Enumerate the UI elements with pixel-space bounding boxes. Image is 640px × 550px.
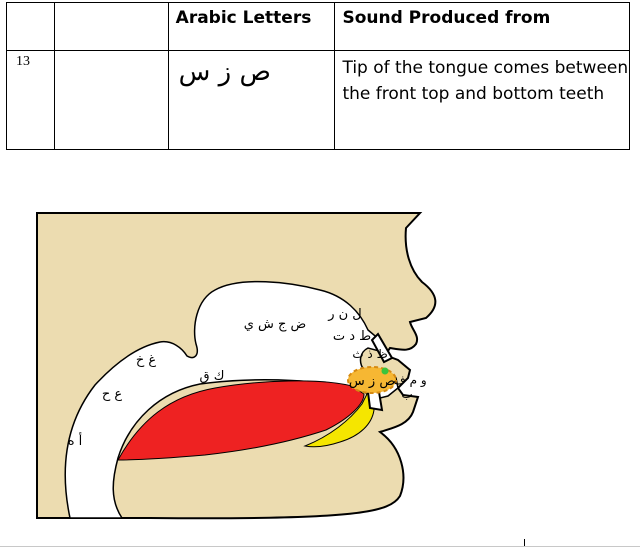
row-number-cell: 13	[6, 50, 55, 150]
dental-letters-label: ظ ذ ث	[352, 347, 387, 361]
tongue	[117, 380, 365, 461]
lower-tongue	[303, 390, 375, 448]
oral-cavity	[64, 280, 399, 519]
header-cell-blank	[53, 2, 169, 51]
row-sound-cell: Tip of the tongue comes between the fron…	[334, 50, 630, 150]
alveolar-stops-label: ط د ت	[333, 329, 371, 344]
sound-produced-heading: Sound Produced from	[342, 8, 551, 28]
header-cell-sound-produced: Sound Produced from	[334, 2, 630, 51]
table-row: 13 ص ز س Tip of the tongue comes between…	[6, 50, 630, 150]
sound-description: Tip of the tongue comes between the fron…	[342, 58, 629, 104]
alveolar-letters-label: ل ن ر	[327, 307, 362, 322]
text-cursor	[524, 539, 525, 546]
arabic-letters-value: ص ز س	[178, 57, 271, 87]
row-number: 13	[16, 54, 30, 69]
header-cell-arabic-letters: Arabic Letters	[167, 2, 336, 51]
header-cell-number	[6, 2, 55, 51]
lip-letter-b-label: ب	[401, 387, 412, 401]
mouth-articulation-diagram: ض ج ش ي ك ق غ خ ع ح أ ه ل ن ر ط د ت ظ ذ …	[36, 212, 437, 520]
palate-letters-label: ض ج ش ي	[244, 317, 307, 332]
lip-letters-label: و م ف	[393, 373, 426, 388]
highlighted-letters-label: ص ز س	[349, 374, 395, 389]
mid-pharynx-letters-label: ع ح	[102, 387, 123, 402]
arabic-letters-heading: Arabic Letters	[175, 8, 312, 28]
upper-front-tooth	[370, 332, 394, 364]
page-bottom-divider	[0, 546, 640, 547]
table-header-row: Arabic Letters Sound Produced from	[6, 2, 630, 51]
articulation-point-dot	[381, 367, 389, 375]
upper-pharynx-letters-label: غ خ	[136, 353, 157, 368]
row-blank-cell	[53, 50, 169, 150]
lower-pharynx-letters-label: أ ه	[68, 432, 83, 449]
letters-table: Arabic Letters Sound Produced from 13 ص …	[6, 2, 630, 150]
row-letters-cell: ص ز س	[167, 50, 336, 150]
velum-letters-label: ك ق	[200, 369, 225, 384]
